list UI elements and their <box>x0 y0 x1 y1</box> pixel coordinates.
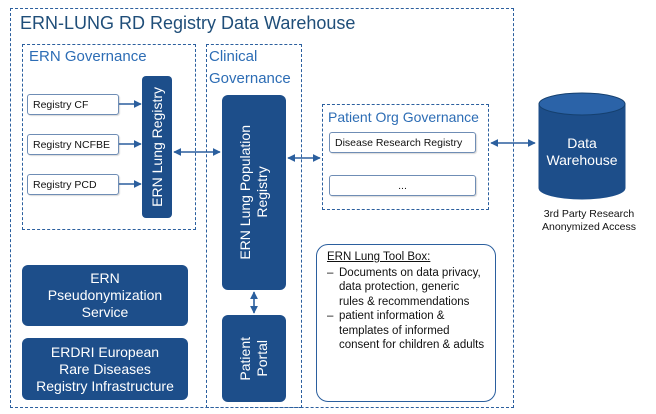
registry-pcd-box: Registry PCD <box>27 174 119 195</box>
ern-governance-frame <box>22 44 196 230</box>
toolbox-list: Documents on data privacy, data protecti… <box>327 266 485 353</box>
data-warehouse-caption: 3rd Party Research Anonymized Access <box>542 208 636 233</box>
placeholder-registry-box: ... <box>329 175 476 196</box>
pseudonymization-service-box: ERN Pseudonymization Service <box>22 265 188 326</box>
lung-population-registry-box: ERN Lung Population Registry <box>222 95 286 290</box>
page-title: ERN-LUNG RD Registry Data Warehouse <box>20 13 356 33</box>
registry-ncfbe-box: Registry NCFBE <box>27 134 119 155</box>
patient-portal-box: Patient Portal <box>222 315 286 402</box>
clinical-governance-frame <box>206 44 302 408</box>
ern-governance-title: ERN Governance <box>29 48 147 65</box>
clinical-governance-title: Clinical Governance <box>209 48 291 87</box>
data-warehouse-label: Data Warehouse <box>546 135 618 168</box>
ern-lung-registry-box: ERN Lung Registry <box>142 76 172 218</box>
disease-research-registry-box: Disease Research Registry <box>329 132 476 153</box>
registry-cf-box: Registry CF <box>27 94 119 115</box>
erdri-infrastructure-box: ERDRI European Rare Diseases Registry In… <box>22 338 188 400</box>
toolbox-title: ERN Lung Tool Box: <box>327 251 431 263</box>
toolbox-item: patient information & templates of infor… <box>327 309 485 353</box>
toolbox-item: Documents on data privacy, data protecti… <box>327 266 485 310</box>
data-warehouse-cylinder <box>538 92 626 200</box>
ern-lung-toolbox: ERN Lung Tool Box: Documents on data pri… <box>316 244 496 402</box>
patient-org-frame <box>322 104 489 210</box>
patient-org-title: Patient Org Governance <box>328 109 479 125</box>
